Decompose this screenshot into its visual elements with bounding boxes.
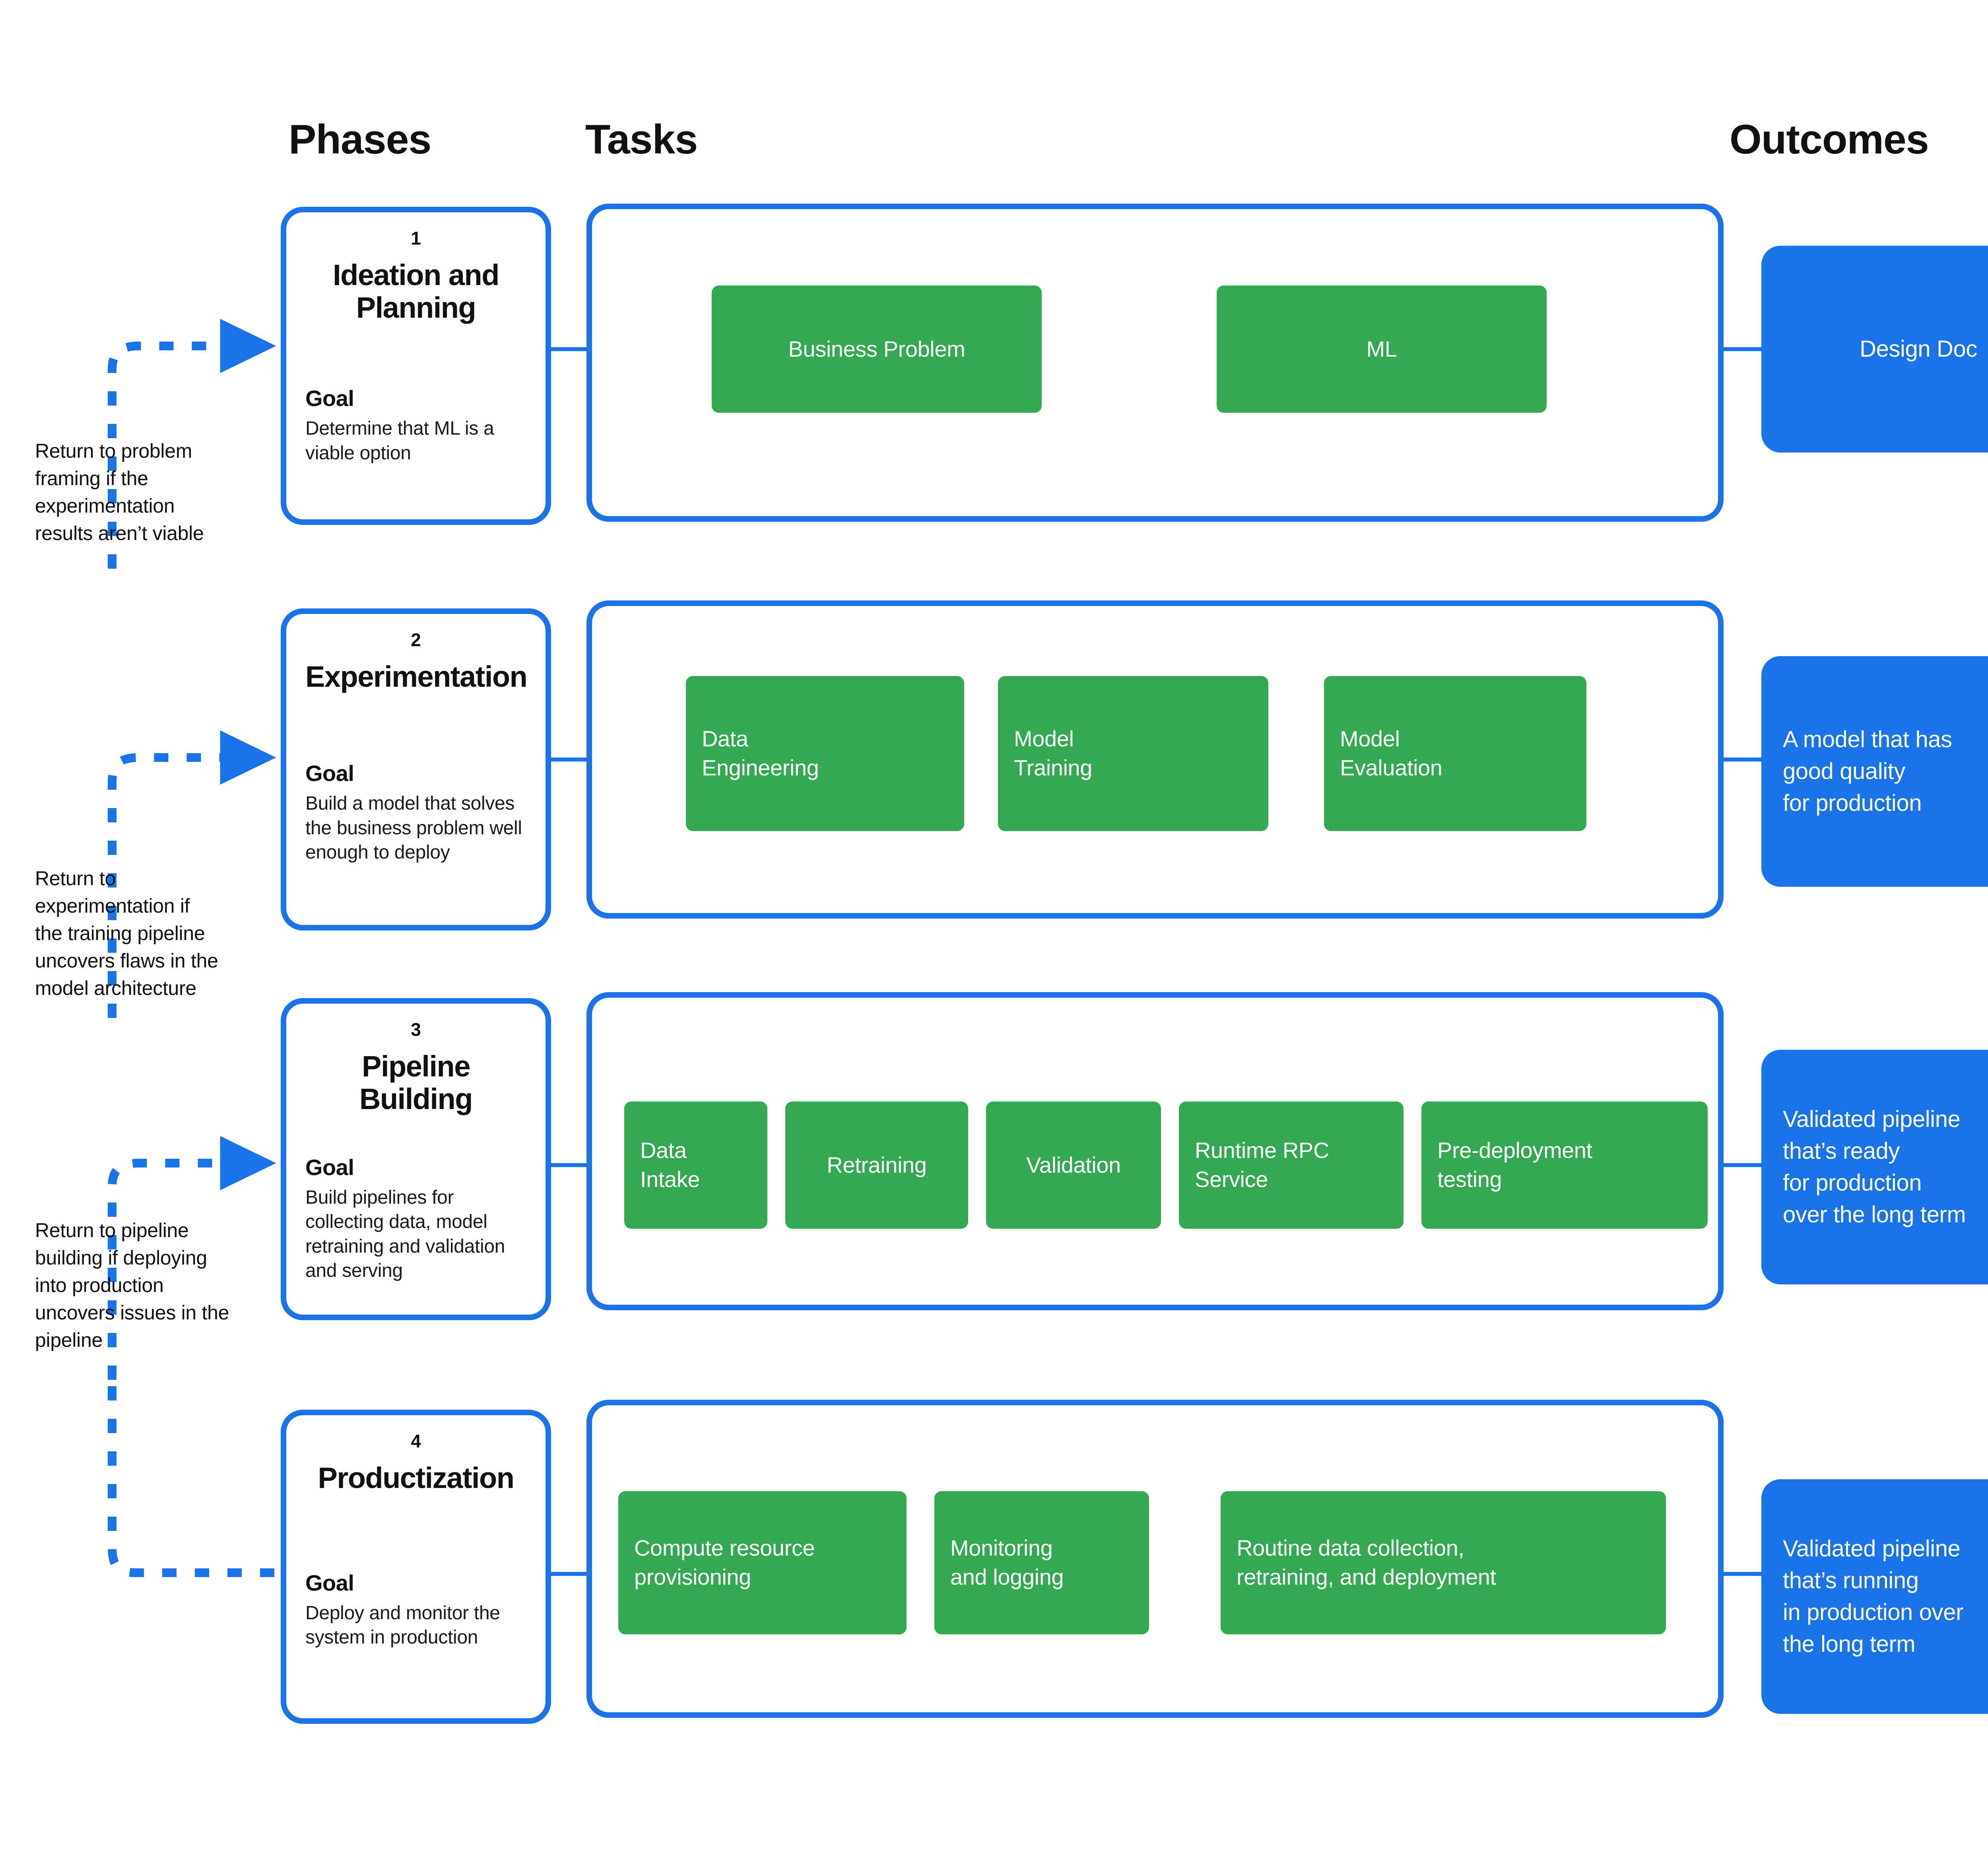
annotation-return-to-experimentation: Return to experimentation if the trainin… bbox=[35, 867, 218, 999]
goal-text: Deploy and monitor the system in product… bbox=[305, 1602, 500, 1648]
annotation-return-to-pipeline-building: Return to pipeline building if deploying… bbox=[35, 1219, 229, 1351]
task-chip-data-intake[interactable]: Data Intake bbox=[624, 1101, 767, 1229]
phase-goal-block: Goal Deploy and monitor the system in pr… bbox=[305, 1547, 526, 1650]
phase-number: 1 bbox=[411, 228, 421, 249]
goal-label: Goal bbox=[305, 1154, 354, 1180]
task-chip-data-engineering[interactable]: Data Engineering bbox=[686, 676, 964, 831]
outcome-box-3[interactable]: Validated pipeline that’s ready for prod… bbox=[1761, 1050, 1988, 1284]
goal-label: Goal bbox=[305, 1570, 354, 1595]
phase-number: 3 bbox=[411, 1019, 421, 1040]
phase-goal-block: Goal Build a model that solves the busin… bbox=[305, 738, 526, 865]
phase-card-1[interactable]: 1 Ideation and Planning Goal Determine t… bbox=[281, 207, 551, 525]
tasks-to-outcome-connectors bbox=[1722, 347, 1761, 1576]
task-chip-monitoring-and-logging[interactable]: Monitoring and logging bbox=[934, 1491, 1149, 1634]
goal-label: Goal bbox=[305, 760, 354, 786]
task-chip-business-problem[interactable]: Business Problem bbox=[712, 286, 1042, 413]
goal-text: Build pipelines for collecting data, mod… bbox=[305, 1187, 505, 1282]
task-chip-compute-resource-provisioning[interactable]: Compute resource provisioning bbox=[618, 1491, 907, 1634]
goal-label: Goal bbox=[305, 386, 354, 411]
outcome-box-2[interactable]: A model that has good quality for produc… bbox=[1761, 656, 1988, 887]
phase-title: Ideation and Planning bbox=[333, 258, 499, 324]
task-chip-model-training[interactable]: Model Training bbox=[998, 676, 1268, 831]
phase-to-tasks-connectors bbox=[551, 347, 586, 1576]
phase-goal-block: Goal Determine that ML is a viable optio… bbox=[305, 363, 526, 465]
phase-title: Productization bbox=[318, 1461, 514, 1494]
task-chip-pre-deployment-testing[interactable]: Pre-deployment testing bbox=[1421, 1101, 1708, 1229]
feedback-riser-left bbox=[108, 1380, 274, 1577]
task-chip-model-evaluation[interactable]: Model Evaluation bbox=[1324, 676, 1586, 831]
outcome-box-4[interactable]: Validated pipeline that’s running in pro… bbox=[1761, 1479, 1988, 1714]
phase-card-4[interactable]: 4 Productization Goal Deploy and monitor… bbox=[281, 1410, 551, 1724]
phase-card-3[interactable]: 3 Pipeline Building Goal Build pipelines… bbox=[281, 998, 551, 1320]
task-chip-ml[interactable]: ML bbox=[1217, 286, 1547, 413]
task-chip-connectors bbox=[767, 347, 1421, 1565]
task-chip-validation[interactable]: Validation bbox=[986, 1101, 1161, 1229]
task-chip-retraining[interactable]: Retraining bbox=[785, 1101, 968, 1229]
outcome-box-1[interactable]: Design Doc bbox=[1761, 246, 1988, 453]
column-header-outcomes: Outcomes bbox=[1730, 117, 1929, 163]
column-header-phases: Phases bbox=[289, 117, 431, 163]
phase-goal-block: Goal Build pipelines for collecting data… bbox=[305, 1132, 526, 1283]
phase-card-2[interactable]: 2 Experimentation Goal Build a model tha… bbox=[281, 608, 551, 930]
phase-number: 2 bbox=[411, 629, 421, 650]
goal-text: Determine that ML is a viable option bbox=[305, 418, 494, 464]
phase-title: Experimentation bbox=[305, 660, 528, 693]
task-chip-routine-data-collection[interactable]: Routine data collection, retraining, and… bbox=[1221, 1491, 1666, 1634]
phase-number: 4 bbox=[411, 1431, 421, 1451]
task-chip-runtime-rpc-service[interactable]: Runtime RPC Service bbox=[1179, 1101, 1404, 1229]
phase-title: Pipeline Building bbox=[359, 1049, 473, 1116]
goal-text: Build a model that solves the business p… bbox=[305, 793, 522, 863]
annotation-return-to-problem-framing: Return to problem framing if the experim… bbox=[35, 440, 204, 544]
column-header-tasks: Tasks bbox=[585, 117, 698, 163]
